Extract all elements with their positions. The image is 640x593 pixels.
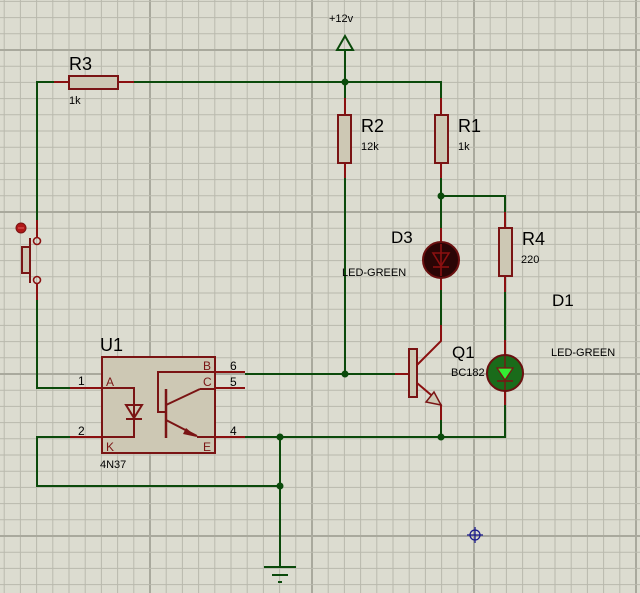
d1-ref: D1	[552, 291, 574, 310]
junction-dot	[437, 192, 445, 200]
q1-value: BC182	[451, 367, 485, 379]
wire-u1-k-loop[interactable]	[36, 436, 280, 487]
diode-icon	[431, 244, 451, 276]
r3-body	[68, 75, 119, 90]
wire-node-r4[interactable]	[441, 195, 506, 212]
optocoupler-u1[interactable]: 1 2 6 5 4 A K B C E U1 4N37	[70, 335, 245, 471]
u1-pin-num: 4	[230, 424, 237, 438]
resistor-r2[interactable]: R2 12k	[337, 98, 384, 178]
q1-ref: Q1	[452, 343, 475, 362]
r2-value: 12k	[361, 141, 379, 153]
u1-pin-num: 6	[230, 359, 237, 373]
led-d3[interactable]: D3 LED-GREEN	[342, 228, 460, 290]
u1-pin-label: C	[203, 375, 212, 389]
internal-led-icon	[102, 387, 144, 438]
wire-ground-rail[interactable]	[245, 405, 506, 438]
r3-value: 1k	[69, 95, 81, 107]
r1-ref: R1	[458, 116, 481, 136]
u1-pin-num: 2	[78, 424, 85, 438]
q1-collector	[416, 325, 442, 366]
d1-value: LED-GREEN	[551, 347, 615, 359]
wire-top-rail[interactable]	[134, 81, 442, 98]
r2-body	[337, 114, 352, 164]
switch-contact-top	[32, 236, 42, 246]
r4-value: 220	[521, 254, 539, 266]
power-terminal[interactable]: +12v	[329, 13, 355, 51]
switch-contact-bottom	[32, 275, 42, 285]
junctions	[276, 78, 445, 490]
r4-ref: R4	[522, 229, 545, 249]
u1-pin-label: E	[203, 440, 211, 454]
d3-ref: D3	[391, 228, 413, 247]
wires	[36, 50, 506, 567]
d3-value: LED-GREEN	[342, 267, 406, 279]
q1-base-bar	[408, 348, 418, 398]
resistor-r3[interactable]: R3 1k	[54, 54, 134, 107]
push-button-switch[interactable]	[15, 220, 42, 300]
crosshair-cursor-icon	[467, 527, 483, 543]
led-d1[interactable]: D1 LED-GREEN	[486, 291, 615, 405]
resistor-r1[interactable]: R1 1k	[434, 98, 481, 178]
u1-pin-num: 5	[230, 375, 237, 389]
r1-body	[434, 114, 449, 164]
switch-button	[21, 246, 31, 274]
junction-dot	[341, 78, 349, 86]
r4-body	[498, 227, 513, 277]
u1-pin-label: K	[106, 440, 114, 454]
u1-pin-label: B	[203, 359, 211, 373]
phototransistor-icon	[157, 371, 215, 438]
ground-terminal[interactable]	[264, 566, 296, 583]
u1-ref: U1	[100, 335, 123, 355]
power-arrow-icon	[335, 33, 355, 51]
junction-dot	[341, 370, 349, 378]
u1-pin-num: 1	[78, 374, 85, 388]
emitter-arrow-icon	[424, 390, 443, 407]
transistor-q1[interactable]: Q1 BC182	[395, 325, 485, 420]
resistor-r4[interactable]: R4 220	[498, 212, 545, 292]
junction-dot	[437, 433, 445, 441]
power-label: +12v	[329, 13, 354, 25]
r3-ref: R3	[69, 54, 92, 74]
junction-dot	[276, 482, 284, 490]
r2-ref: R2	[361, 116, 384, 136]
u1-pin-label: A	[106, 375, 114, 389]
wire-switch-u1[interactable]	[36, 300, 70, 389]
wire-r3-switch[interactable]	[36, 81, 54, 220]
u1-value: 4N37	[100, 459, 126, 471]
junction-dot	[276, 433, 284, 441]
r1-value: 1k	[458, 141, 470, 153]
diode-lit-icon	[495, 356, 515, 390]
